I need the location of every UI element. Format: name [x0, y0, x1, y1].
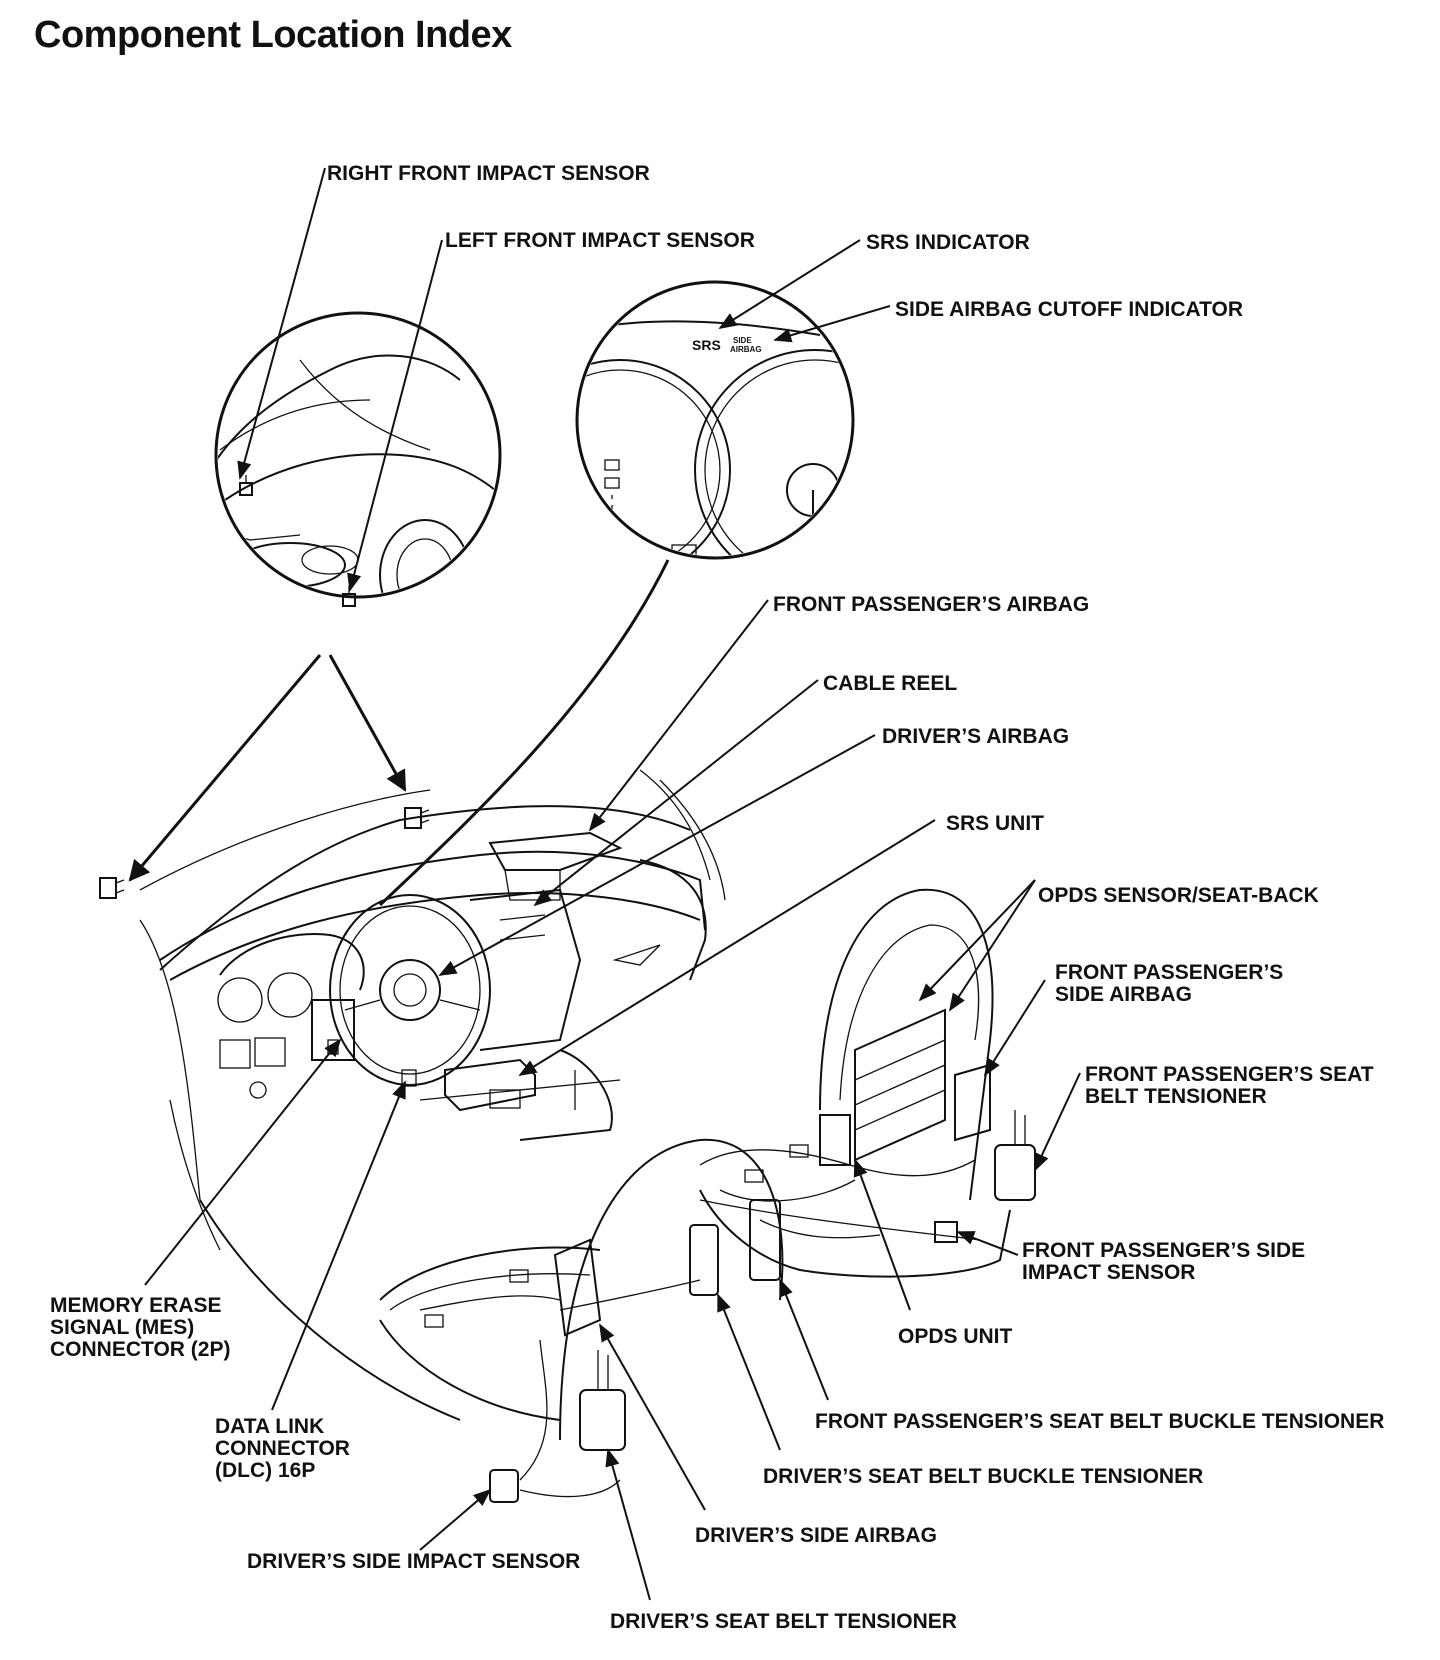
- gauge-illustration: [579, 320, 851, 556]
- left-front-impact-sensor-part: [404, 807, 430, 829]
- driver-buckle-tensioner-part: [689, 1224, 719, 1296]
- front-impact-sensor-inset: [214, 311, 502, 607]
- label-opds-unit: OPDS UNIT: [898, 1325, 1013, 1348]
- inset1-arrow-left-sensor: [328, 654, 407, 792]
- label-front-passengers-airbag: FRONT PASSENGER’S AIRBAG: [773, 593, 1089, 616]
- label-opds-sensor-seat-back: OPDS SENSOR/SEAT-BACK: [1038, 884, 1319, 907]
- label-front-passengers-seat-belt-tensioner-1: FRONT PASSENGER’S SEAT: [1085, 1063, 1374, 1086]
- label-memory-erase-1: MEMORY ERASE: [50, 1294, 222, 1317]
- side-airbag-lamp-line2: AIRBAG: [730, 345, 762, 354]
- component-labels: RIGHT FRONT IMPACT SENSOR LEFT FRONT IMP…: [50, 162, 1384, 1633]
- passenger-side-airbag-part: [954, 1063, 991, 1142]
- driver-side-airbag-part: [553, 1238, 602, 1337]
- label-front-passengers-side-impact-sensor-1: FRONT PASSENGER’S SIDE: [1022, 1239, 1305, 1262]
- inset1-arrow-right-sensor: [128, 654, 322, 882]
- side-airbag-lamp-line1: SIDE: [733, 336, 752, 345]
- passenger-buckle-tensioner-part: [749, 1199, 781, 1281]
- inset2-pointer-line: [378, 559, 670, 907]
- label-memory-erase-2: SIGNAL (MES): [50, 1316, 194, 1339]
- page-title: Component Location Index: [34, 14, 512, 56]
- instrument-cluster-inset: SRS SIDE AIRBAG: [575, 280, 855, 560]
- right-front-impact-sensor-part: [99, 877, 125, 899]
- driver-seat-illustration: [379, 1138, 784, 1503]
- label-drivers-side-impact-sensor: DRIVER’S SIDE IMPACT SENSOR: [247, 1550, 580, 1573]
- label-data-link-2: CONNECTOR: [215, 1437, 350, 1460]
- srs-unit-box: [444, 1058, 536, 1112]
- label-front-passengers-side-airbag-2: SIDE AIRBAG: [1055, 983, 1192, 1006]
- drivers-airbag-hub: [379, 959, 441, 1021]
- label-srs-indicator: SRS INDICATOR: [866, 231, 1030, 254]
- label-front-passengers-side-impact-sensor-2: IMPACT SENSOR: [1022, 1261, 1195, 1284]
- driver-side-impact-sensor-part: [489, 1469, 519, 1503]
- label-front-passengers-seat-belt-tensioner-2: BELT TENSIONER: [1085, 1085, 1267, 1108]
- label-left-front-impact-sensor: LEFT FRONT IMPACT SENSOR: [445, 229, 755, 252]
- label-cable-reel: CABLE REEL: [823, 672, 957, 695]
- label-drivers-airbag: DRIVER’S AIRBAG: [882, 725, 1069, 748]
- label-right-front-impact-sensor: RIGHT FRONT IMPACT SENSOR: [327, 162, 650, 185]
- dlc-bracket: [311, 999, 355, 1061]
- dashboard-illustration: [139, 769, 981, 1421]
- leader-lines: [144, 167, 1081, 1601]
- passenger-side-impact-sensor-part: [934, 1221, 958, 1243]
- srs-indicator-lamp: SRS: [692, 337, 721, 353]
- label-data-link-3: (DLC) 16P: [215, 1459, 315, 1482]
- opds-unit-part: [819, 1114, 851, 1166]
- label-data-link-1: DATA LINK: [215, 1415, 324, 1438]
- label-memory-erase-3: CONNECTOR (2P): [50, 1338, 230, 1361]
- driver-seat-belt-tensioner-part: [579, 1389, 626, 1451]
- label-drivers-seat-belt-tensioner: DRIVER’S SEAT BELT TENSIONER: [610, 1610, 957, 1633]
- opds-seatback-sensor: [854, 1008, 946, 1162]
- label-drivers-side-airbag: DRIVER’S SIDE AIRBAG: [695, 1524, 937, 1547]
- passenger-airbag-module: [488, 831, 623, 871]
- label-front-passengers-seat-belt-buckle-tensioner: FRONT PASSENGER’S SEAT BELT BUCKLE TENSI…: [815, 1410, 1384, 1433]
- passenger-seat-belt-tensioner-part: [994, 1144, 1036, 1201]
- label-srs-unit: SRS UNIT: [946, 812, 1044, 835]
- passenger-seat-illustration: [699, 888, 1036, 1278]
- label-drivers-seat-belt-buckle-tensioner: DRIVER’S SEAT BELT BUCKLE TENSIONER: [763, 1465, 1203, 1488]
- label-side-airbag-cutoff-indicator: SIDE AIRBAG CUTOFF INDICATOR: [895, 298, 1243, 321]
- label-front-passengers-side-airbag-1: FRONT PASSENGER’S: [1055, 961, 1283, 984]
